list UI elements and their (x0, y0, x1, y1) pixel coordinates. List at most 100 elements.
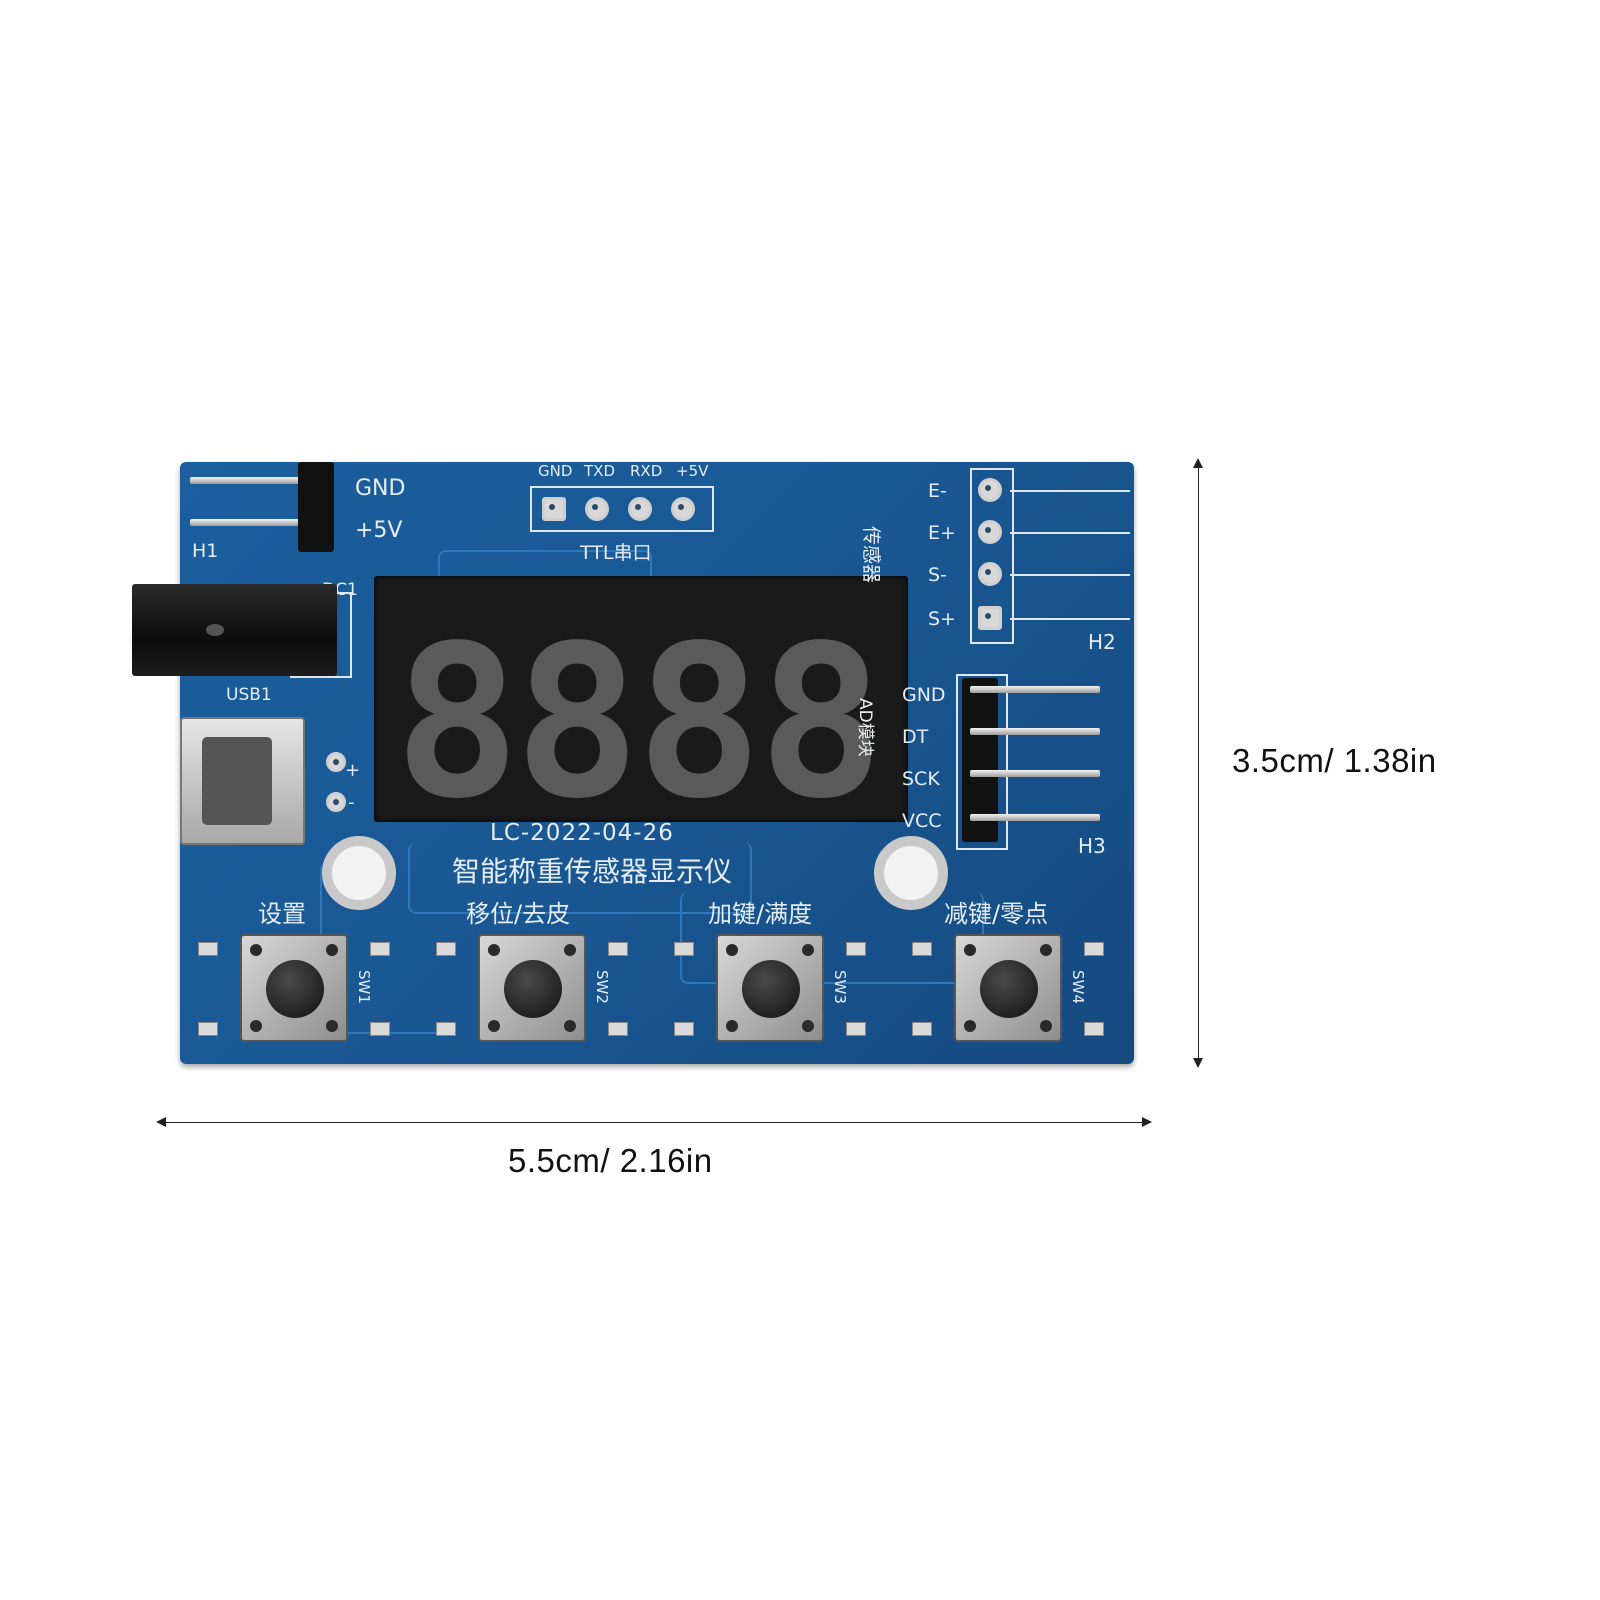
sensor-pin-label: S- (928, 564, 947, 586)
h1-pin (190, 519, 300, 526)
decimal-point (606, 758, 620, 772)
display-digit: 8 (636, 600, 763, 845)
micro-usb-port (180, 717, 305, 845)
plus-label: + (345, 760, 361, 781)
button-sw4[interactable]: SW4 (912, 932, 1104, 1044)
smd-pad (370, 942, 390, 956)
board-title: 智能称重传感器显示仪 (452, 855, 733, 888)
sensor-pad (978, 520, 1002, 544)
h2-label: H2 (1088, 630, 1116, 654)
height-dimension-line (1198, 462, 1199, 1064)
switch-dot (250, 1020, 262, 1032)
ttl-pin-label: RXD (630, 462, 663, 480)
switch-dot (726, 1020, 738, 1032)
display-digit: 8 (514, 600, 641, 845)
silk-line (1010, 490, 1130, 492)
button-label: 移位/去皮 (466, 900, 571, 928)
module-pin (970, 814, 1100, 821)
smd-pad (1084, 1022, 1104, 1036)
switch-dot (802, 1020, 814, 1032)
switch-dot (488, 944, 500, 956)
smd-pad (912, 942, 932, 956)
smd-pad (846, 942, 866, 956)
switch-cap[interactable] (742, 960, 800, 1018)
smd-pad (674, 1022, 694, 1036)
tact-switch[interactable] (716, 934, 824, 1042)
switch-dot (326, 944, 338, 956)
ttl-pad (671, 497, 695, 521)
ttl-header-outline (530, 486, 714, 532)
arrow-left-icon (156, 1117, 166, 1127)
switch-dot (802, 944, 814, 956)
switch-dot (564, 944, 576, 956)
button-sw3[interactable]: SW3 (674, 932, 866, 1044)
smd-pad (608, 942, 628, 956)
sensor-pin-label: E- (928, 480, 947, 502)
button-label: 设置 (258, 900, 306, 928)
smd-pad (436, 1022, 456, 1036)
switch-cap[interactable] (980, 960, 1038, 1018)
sensor-pad (978, 606, 1002, 630)
sensor-pad (978, 562, 1002, 586)
decimal-point (728, 758, 742, 772)
plus-pad (326, 752, 346, 772)
button-sw2[interactable]: SW2 (436, 932, 628, 1044)
silk-line (1010, 574, 1130, 576)
smd-pad (370, 1022, 390, 1036)
minus-label: - (348, 792, 355, 813)
button-label: 减键/零点 (944, 900, 1049, 928)
sensor-pin-label: E+ (928, 522, 956, 544)
decimal-point (484, 758, 498, 772)
module-pin (970, 686, 1100, 693)
sensor-label: 传感器 (860, 526, 882, 584)
button-label: 加键/满度 (708, 900, 813, 928)
ttl-pin-label: GND (538, 462, 573, 480)
smd-pad (912, 1022, 932, 1036)
ttl-pin-label: +5V (676, 462, 709, 480)
module-pin-label: VCC (902, 810, 942, 832)
dc-jack-pin (206, 624, 224, 636)
switch-dot (964, 1020, 976, 1032)
tact-switch[interactable] (478, 934, 586, 1042)
button-sw1[interactable]: SW1 (198, 932, 390, 1044)
switch-cap[interactable] (266, 960, 324, 1018)
switch-cap[interactable] (504, 960, 562, 1018)
silk-line (1010, 618, 1130, 620)
usb1-label: USB1 (226, 685, 272, 705)
minus-pad (326, 792, 346, 812)
display-digit: 8 (758, 600, 885, 845)
pcb-board: GND +5V H1 DC1 USB1 + - GND TXD RXD +5V … (132, 462, 1134, 1064)
h1-gnd-label: GND (355, 476, 406, 501)
tact-switch[interactable] (240, 934, 348, 1042)
mounting-hole (874, 836, 948, 910)
h1-label: H1 (192, 540, 219, 562)
h1-pin (190, 477, 300, 484)
silk-line (1010, 532, 1130, 534)
smd-pad (436, 942, 456, 956)
sensor-header-outline (970, 468, 1014, 644)
sw-label: SW2 (593, 970, 611, 1004)
h1-5v-label: +5V (355, 518, 403, 543)
arrow-up-icon (1193, 458, 1203, 468)
smd-pad (846, 1022, 866, 1036)
tact-switch[interactable] (954, 934, 1062, 1042)
switch-dot (250, 944, 262, 956)
module-pin-label: DT (902, 726, 929, 748)
trace (438, 550, 652, 582)
trace (408, 842, 752, 914)
switch-dot (1040, 1020, 1052, 1032)
switch-dot (488, 1020, 500, 1032)
dc-jack (132, 584, 337, 676)
arrow-right-icon (1142, 1117, 1152, 1127)
display-digit: 8 (394, 600, 521, 845)
smd-pad (198, 942, 218, 956)
sensor-pad (978, 478, 1002, 502)
module-header-outline (956, 674, 1008, 850)
ttl-pin-label: TXD (584, 462, 615, 480)
module-pin-label: SCK (902, 768, 940, 790)
module-pin (970, 770, 1100, 777)
switch-dot (964, 944, 976, 956)
mounting-hole (322, 836, 396, 910)
seven-segment-display: 8 8 8 8 (374, 576, 908, 828)
arrow-down-icon (1193, 1058, 1203, 1068)
